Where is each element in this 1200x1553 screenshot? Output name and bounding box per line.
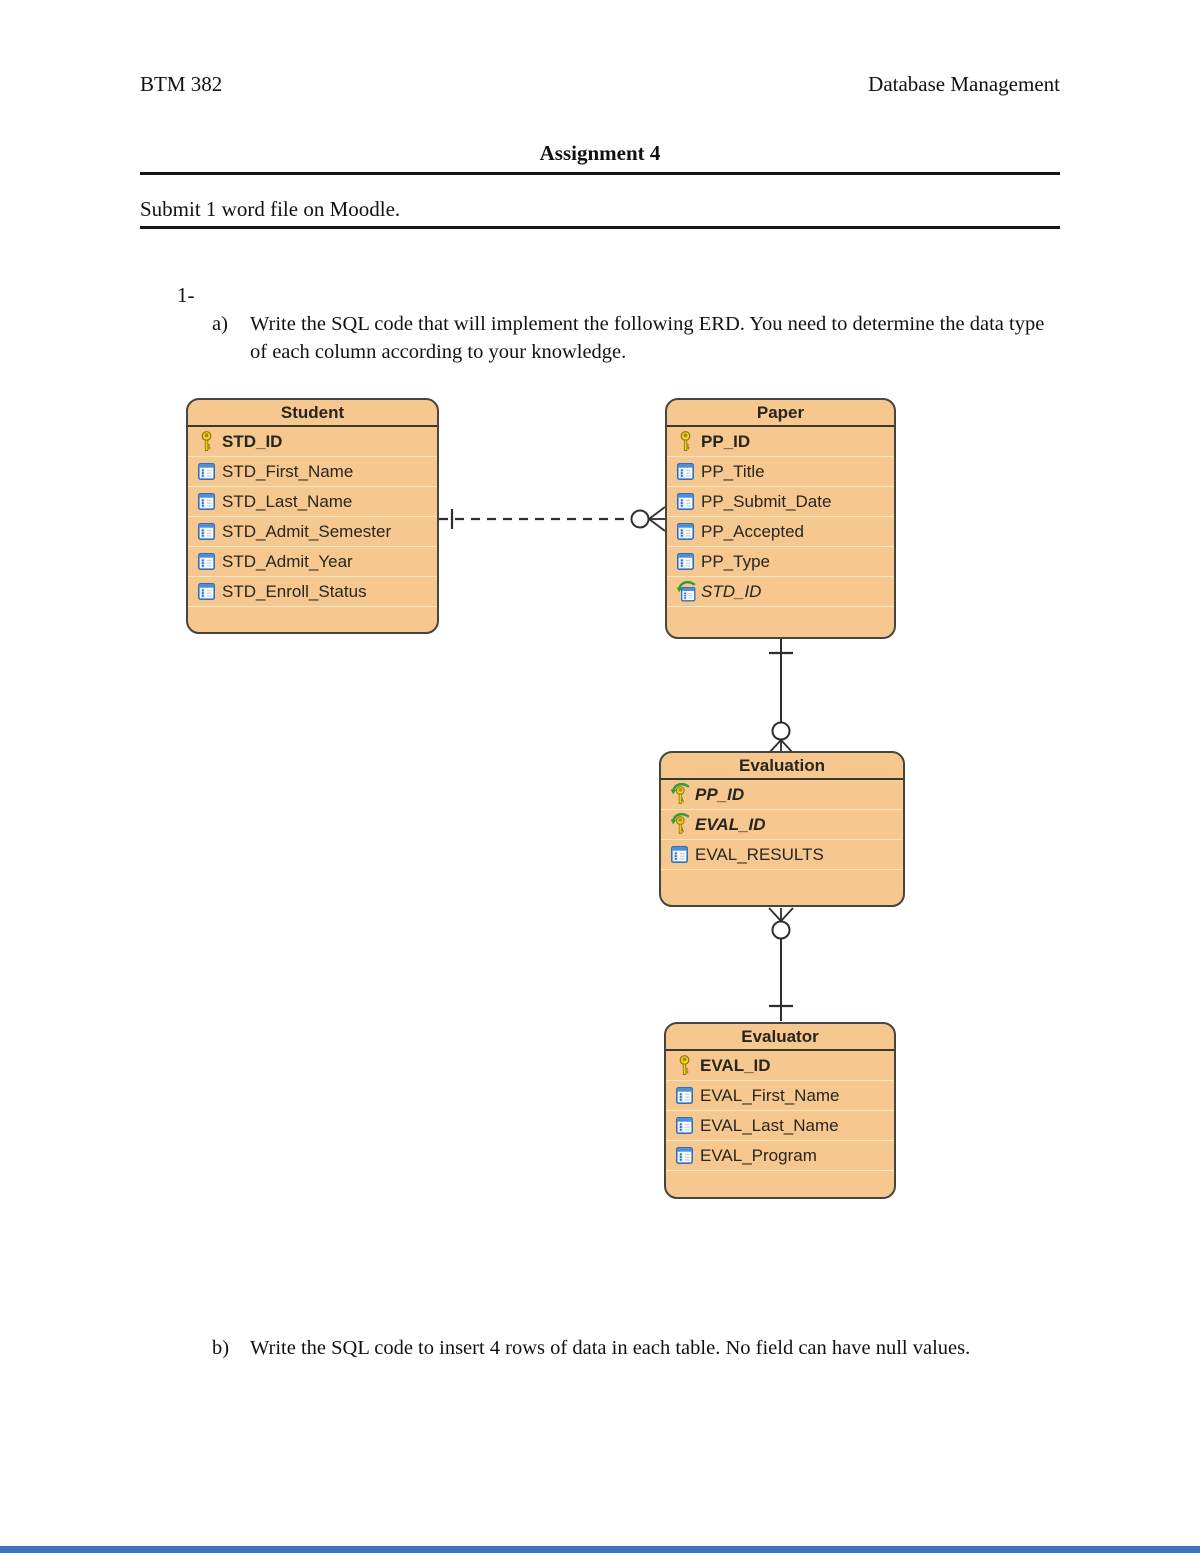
column-name: EVAL_ID	[700, 1055, 771, 1075]
entity-column-row: PP_Submit_Date	[667, 487, 894, 517]
entity-column-row: PP_Type	[667, 547, 894, 577]
relationship-student-paper	[439, 506, 666, 532]
assignment-title: Assignment 4	[539, 141, 661, 165]
question-item-b: b) Write the SQL code to insert 4 rows o…	[212, 1334, 1045, 1362]
page-header: BTM 382 Database Management	[140, 72, 1060, 97]
entity-column-row: EVAL_RESULTS	[661, 840, 903, 870]
question-number: 1-	[177, 283, 195, 307]
pk-fk-key-icon	[668, 782, 690, 807]
column-name: PP_Title	[701, 461, 765, 481]
column-icon	[673, 1087, 695, 1104]
entity-column-row: EVAL_ID	[666, 1051, 894, 1081]
subtitle-divider	[140, 226, 1060, 229]
course-code: BTM 382	[140, 72, 223, 96]
item-a-text: Write the SQL code that will implement t…	[250, 313, 1045, 363]
column-name: PP_ID	[695, 784, 745, 804]
item-a-label: a)	[212, 313, 228, 335]
column-name: EVAL_RESULTS	[695, 844, 824, 864]
column-icon	[674, 493, 696, 510]
column-name: STD_Last_Name	[222, 491, 353, 511]
column-icon	[674, 553, 696, 570]
entity-title: Evaluator	[666, 1024, 894, 1051]
column-name: EVAL_ID	[695, 814, 766, 834]
entity-column-row: STD_ID	[188, 427, 437, 457]
column-name: STD_Admit_Semester	[222, 521, 392, 541]
column-name: EVAL_First_Name	[700, 1085, 840, 1105]
entity-column-row: PP_Accepted	[667, 517, 894, 547]
entity-column-row: PP_ID	[661, 780, 903, 810]
column-name: STD_First_Name	[222, 461, 354, 481]
question-item-a: a) Write the SQL code that will implemen…	[212, 310, 1045, 366]
column-icon	[674, 523, 696, 540]
column-name: STD_ID	[701, 581, 762, 601]
pk-fk-key-icon	[668, 812, 690, 837]
entity-title: Evaluation	[661, 753, 903, 780]
course-name: Database Management	[868, 72, 1060, 96]
column-name: STD_Admit_Year	[222, 551, 353, 571]
relationship-evaluation-evaluator	[768, 907, 794, 1021]
entity-column-row: STD_First_Name	[188, 457, 437, 487]
column-name: PP_ID	[701, 431, 751, 451]
column-icon	[674, 463, 696, 480]
column-name: PP_Type	[701, 551, 770, 571]
entity-column-row: PP_ID	[667, 427, 894, 457]
entity-column-row: STD_Admit_Semester	[188, 517, 437, 547]
column-icon	[195, 493, 217, 510]
item-b-text: Write the SQL code to insert 4 rows of d…	[250, 1337, 971, 1359]
column-icon	[195, 523, 217, 540]
column-icon	[668, 846, 690, 863]
entity-column-row: STD_Admit_Year	[188, 547, 437, 577]
key-icon	[673, 1055, 695, 1076]
entity-column-row: EVAL_ID	[661, 810, 903, 840]
entity-title: Student	[188, 400, 437, 427]
column-icon	[673, 1147, 695, 1164]
entity-column-row: PP_Title	[667, 457, 894, 487]
column-icon	[195, 553, 217, 570]
column-name: STD_Enroll_Status	[222, 581, 367, 601]
column-name: EVAL_Last_Name	[700, 1115, 839, 1135]
item-b-label: b)	[212, 1337, 230, 1359]
key-icon	[674, 431, 696, 452]
page-bottom-bar	[0, 1546, 1200, 1553]
fk-column-icon	[674, 581, 696, 602]
entity-column-row: STD_ID	[667, 577, 894, 607]
submit-instruction: Submit 1 word file on Moodle.	[140, 197, 401, 221]
key-icon	[195, 431, 217, 452]
entity-column-row: EVAL_Last_Name	[666, 1111, 894, 1141]
title-divider	[140, 172, 1060, 175]
column-name: EVAL_Program	[700, 1145, 817, 1165]
column-icon	[195, 583, 217, 600]
column-icon	[195, 463, 217, 480]
entity-title: Paper	[667, 400, 894, 427]
entity-column-row: EVAL_First_Name	[666, 1081, 894, 1111]
column-icon	[673, 1117, 695, 1134]
column-name: PP_Submit_Date	[701, 491, 832, 511]
entity-columns: PP_ID EVAL_ID EVAL_RESULTS	[661, 780, 903, 870]
relationship-paper-evaluation	[768, 639, 794, 754]
entity-column-row: EVAL_Program	[666, 1141, 894, 1171]
entity-column-row: STD_Enroll_Status	[188, 577, 437, 607]
column-name: STD_ID	[222, 431, 283, 451]
entity-evaluation: Evaluation PP_ID EVAL_ID EVAL_RESULTS	[659, 751, 905, 907]
column-name: PP_Accepted	[701, 521, 805, 541]
entity-column-row: STD_Last_Name	[188, 487, 437, 517]
